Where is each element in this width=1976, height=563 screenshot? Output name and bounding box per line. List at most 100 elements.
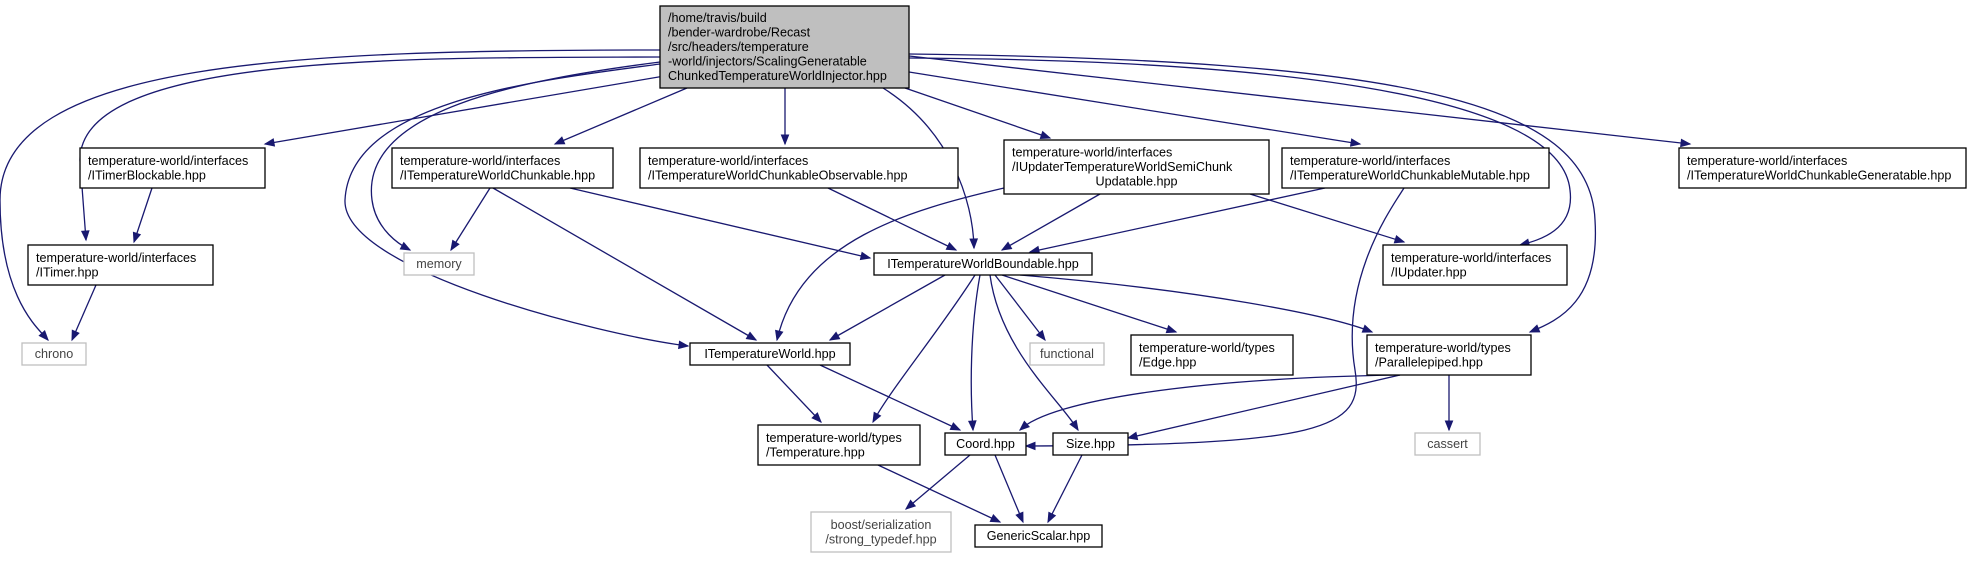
node-box — [1281, 147, 1550, 189]
edge-size-to-genericscalar — [1047, 454, 1083, 524]
arrowhead-icon — [811, 412, 822, 423]
node-iupdatersemichunk[interactable]: temperature-world/interfaces/IUpdaterTem… — [1003, 139, 1270, 195]
node-itwchunkablegeneratable[interactable]: temperature-world/interfaces/ITemperatur… — [1678, 147, 1967, 189]
node-cassert: cassert — [1414, 432, 1481, 456]
node-label-line: /Temperature.hpp — [766, 445, 865, 459]
node-box — [21, 342, 87, 366]
node-label-line: ChunkedTemperatureWorldInjector.hpp — [668, 69, 887, 83]
arrowhead-icon — [553, 136, 566, 145]
node-itwchunkable[interactable]: temperature-world/interfaces/ITemperatur… — [391, 147, 614, 189]
arrowhead-icon — [1018, 420, 1030, 431]
node-iupdater[interactable]: temperature-world/interfaces/IUpdater.hp… — [1382, 244, 1568, 286]
edge-line — [554, 87, 688, 145]
edge-line — [1249, 193, 1405, 243]
arrowhead-icon — [872, 411, 882, 424]
edge-parallelepiped-to-coord — [1018, 374, 1401, 431]
node-box — [689, 342, 851, 366]
node-edge[interactable]: temperature-world/types/Edge.hpp — [1130, 334, 1294, 376]
node-box — [1414, 432, 1481, 456]
edge-line — [71, 284, 97, 341]
node-label-line: functional — [1040, 347, 1094, 361]
node-itimerblockable[interactable]: temperature-world/interfaces/ITimerBlock… — [79, 147, 266, 189]
arrowhead-icon — [904, 499, 917, 510]
edge-root-to-itimerblockable — [263, 71, 689, 147]
node-size[interactable]: Size.hpp — [1052, 432, 1129, 456]
node-label-line: Size.hpp — [1066, 437, 1115, 451]
node-label-line: /Edge.hpp — [1139, 355, 1196, 369]
node-box — [391, 147, 614, 189]
edge-line — [819, 364, 961, 431]
edge-root-to-itimer — [79, 56, 661, 242]
arrowhead-icon — [828, 331, 841, 341]
edge-itwboundable-to-functional — [994, 274, 1046, 342]
node-itemperatureworld[interactable]: ITemperatureWorld.hpp — [689, 342, 851, 366]
node-label-line: temperature-world/interfaces — [400, 154, 560, 168]
node-label-line: /src/headers/temperature — [668, 40, 809, 54]
arrowhead-icon — [1015, 511, 1024, 524]
arrowhead-icon — [780, 134, 790, 146]
edge-line — [0, 49, 661, 341]
node-label-line: /ITimerBlockable.hpp — [88, 168, 206, 182]
node-box — [757, 424, 921, 466]
node-label-line: temperature-world/interfaces — [88, 154, 248, 168]
edge-root-to-itwchunkablemutable — [908, 71, 1362, 147]
node-label-line: /ITemperatureWorldChunkableGeneratable.h… — [1687, 168, 1951, 182]
arrowhead-icon — [132, 231, 142, 244]
node-box — [873, 252, 1093, 276]
edge-iupdatersemichunk-to-itwboundable — [1000, 193, 1101, 251]
node-parallelepiped[interactable]: temperature-world/types/Parallelepiped.h… — [1366, 334, 1532, 376]
edge-line — [989, 274, 1079, 431]
node-box — [27, 244, 214, 286]
node-label-line: /ITimer.hpp — [36, 265, 99, 279]
edge-itwboundable-to-parallelepiped — [1019, 274, 1374, 333]
edge-line — [1019, 374, 1401, 431]
node-itwchunkablemutable[interactable]: temperature-world/interfaces/ITemperatur… — [1281, 147, 1550, 189]
arrowhead-icon — [1165, 324, 1178, 334]
arrowhead-icon — [967, 420, 977, 432]
arrowhead-icon — [775, 329, 784, 342]
arrowhead-icon — [678, 340, 690, 350]
edge-line — [1001, 274, 1177, 333]
edge-line — [904, 87, 1051, 139]
edge-line — [1025, 187, 1405, 447]
node-box — [639, 147, 959, 189]
edge-line — [1127, 374, 1401, 439]
node-box — [974, 524, 1103, 548]
edge-coord-to-strongtypedef — [904, 454, 971, 510]
arrowhead-icon — [949, 422, 962, 431]
edge-parallelepiped-to-size — [1126, 374, 1401, 441]
node-itwboundable[interactable]: ITemperatureWorldBoundable.hpp — [873, 252, 1093, 276]
arrowhead-icon — [1069, 419, 1079, 432]
node-label-line: /IUpdaterTemperatureWorldSemiChunk — [1012, 160, 1233, 174]
arrowhead-icon — [969, 238, 979, 250]
edge-line — [344, 63, 689, 347]
node-label-line: /IUpdater.hpp — [1391, 265, 1467, 279]
edge-temperature-to-genericscalar — [877, 464, 1002, 523]
node-label-line: /strong_typedef.hpp — [825, 532, 936, 546]
edge-line — [829, 274, 946, 341]
node-coord[interactable]: Coord.hpp — [944, 432, 1027, 456]
node-label-line: memory — [416, 257, 462, 271]
edge-line — [908, 71, 1361, 145]
edge-line — [569, 187, 871, 259]
node-genericscalar[interactable]: GenericScalar.hpp — [974, 524, 1103, 548]
node-label-line: temperature-world/interfaces — [648, 154, 808, 168]
edge-line — [905, 454, 971, 510]
node-itwchunkableobservable[interactable]: temperature-world/interfaces/ITemperatur… — [639, 147, 959, 189]
arrowhead-icon — [859, 251, 872, 261]
node-label-line: boost/serialization — [831, 518, 932, 532]
node-label-line: temperature-world/interfaces — [36, 251, 196, 265]
edge-line — [264, 71, 689, 145]
edge-itwchunkable-to-itemperatureworld — [492, 187, 758, 341]
node-box — [403, 252, 475, 276]
node-root[interactable]: /home/travis/build/bender-wardrobe/Recas… — [659, 5, 910, 89]
node-box — [1003, 139, 1270, 195]
edge-line — [79, 56, 661, 241]
edge-line — [994, 454, 1024, 523]
node-temperature[interactable]: temperature-world/types/Temperature.hpp — [757, 424, 921, 466]
arrowhead-icon — [1035, 329, 1046, 342]
node-itimer[interactable]: temperature-world/interfaces/ITimer.hpp — [27, 244, 214, 286]
node-box — [810, 511, 952, 553]
node-label-line: /bender-wardrobe/Recast — [668, 26, 811, 40]
node-label-line: ITemperatureWorld.hpp — [704, 347, 835, 361]
